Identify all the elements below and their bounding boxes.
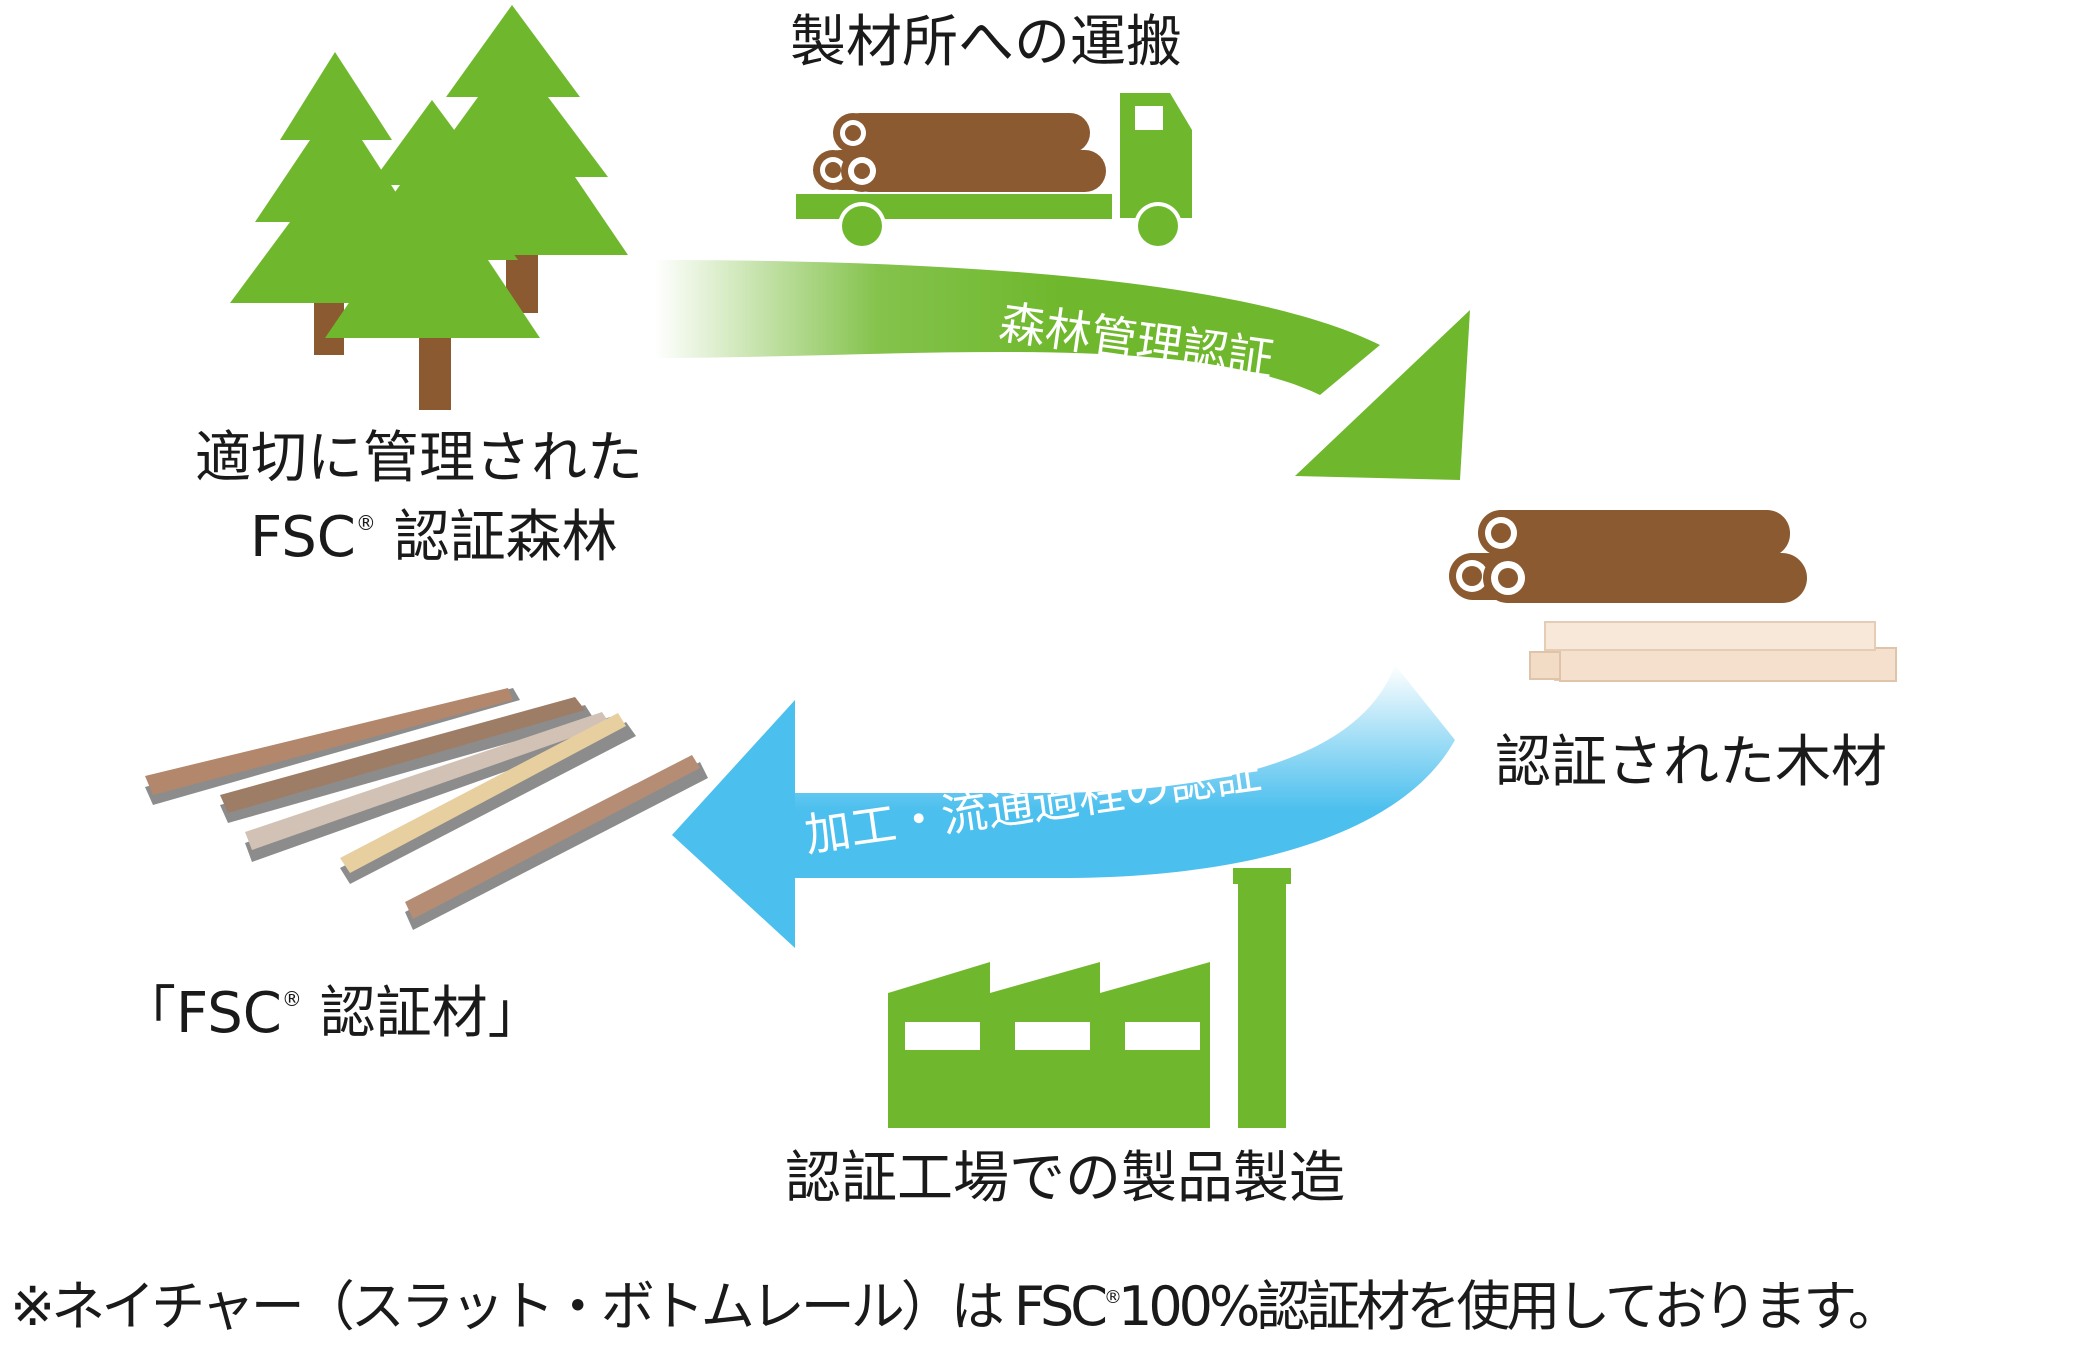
logs-lumber-icon bbox=[1449, 510, 1897, 682]
log-truck-icon bbox=[796, 93, 1192, 250]
product-label: 「FSC® 認証材」 bbox=[120, 981, 544, 1046]
factory-label: 認証工場での製品製造 bbox=[785, 1146, 1345, 1211]
forest-management-arrow bbox=[655, 260, 1470, 480]
coc-arrow bbox=[672, 665, 1455, 948]
factory-icon bbox=[888, 868, 1291, 1128]
trees-icon bbox=[230, 5, 628, 410]
footnote: ※ネイチャー（スラット・ボトムレール）は FSC®100%認証材を使用しておりま… bbox=[10, 1275, 1902, 1338]
certified-wood-label: 認証された木材 bbox=[1495, 730, 1887, 795]
forest-label-line1: 適切に管理された bbox=[195, 426, 643, 491]
forest-label-line2: FSC® 認証森林 bbox=[250, 505, 618, 570]
flooring-boards-icon bbox=[145, 688, 708, 930]
transport-label: 製材所への運搬 bbox=[790, 10, 1182, 75]
